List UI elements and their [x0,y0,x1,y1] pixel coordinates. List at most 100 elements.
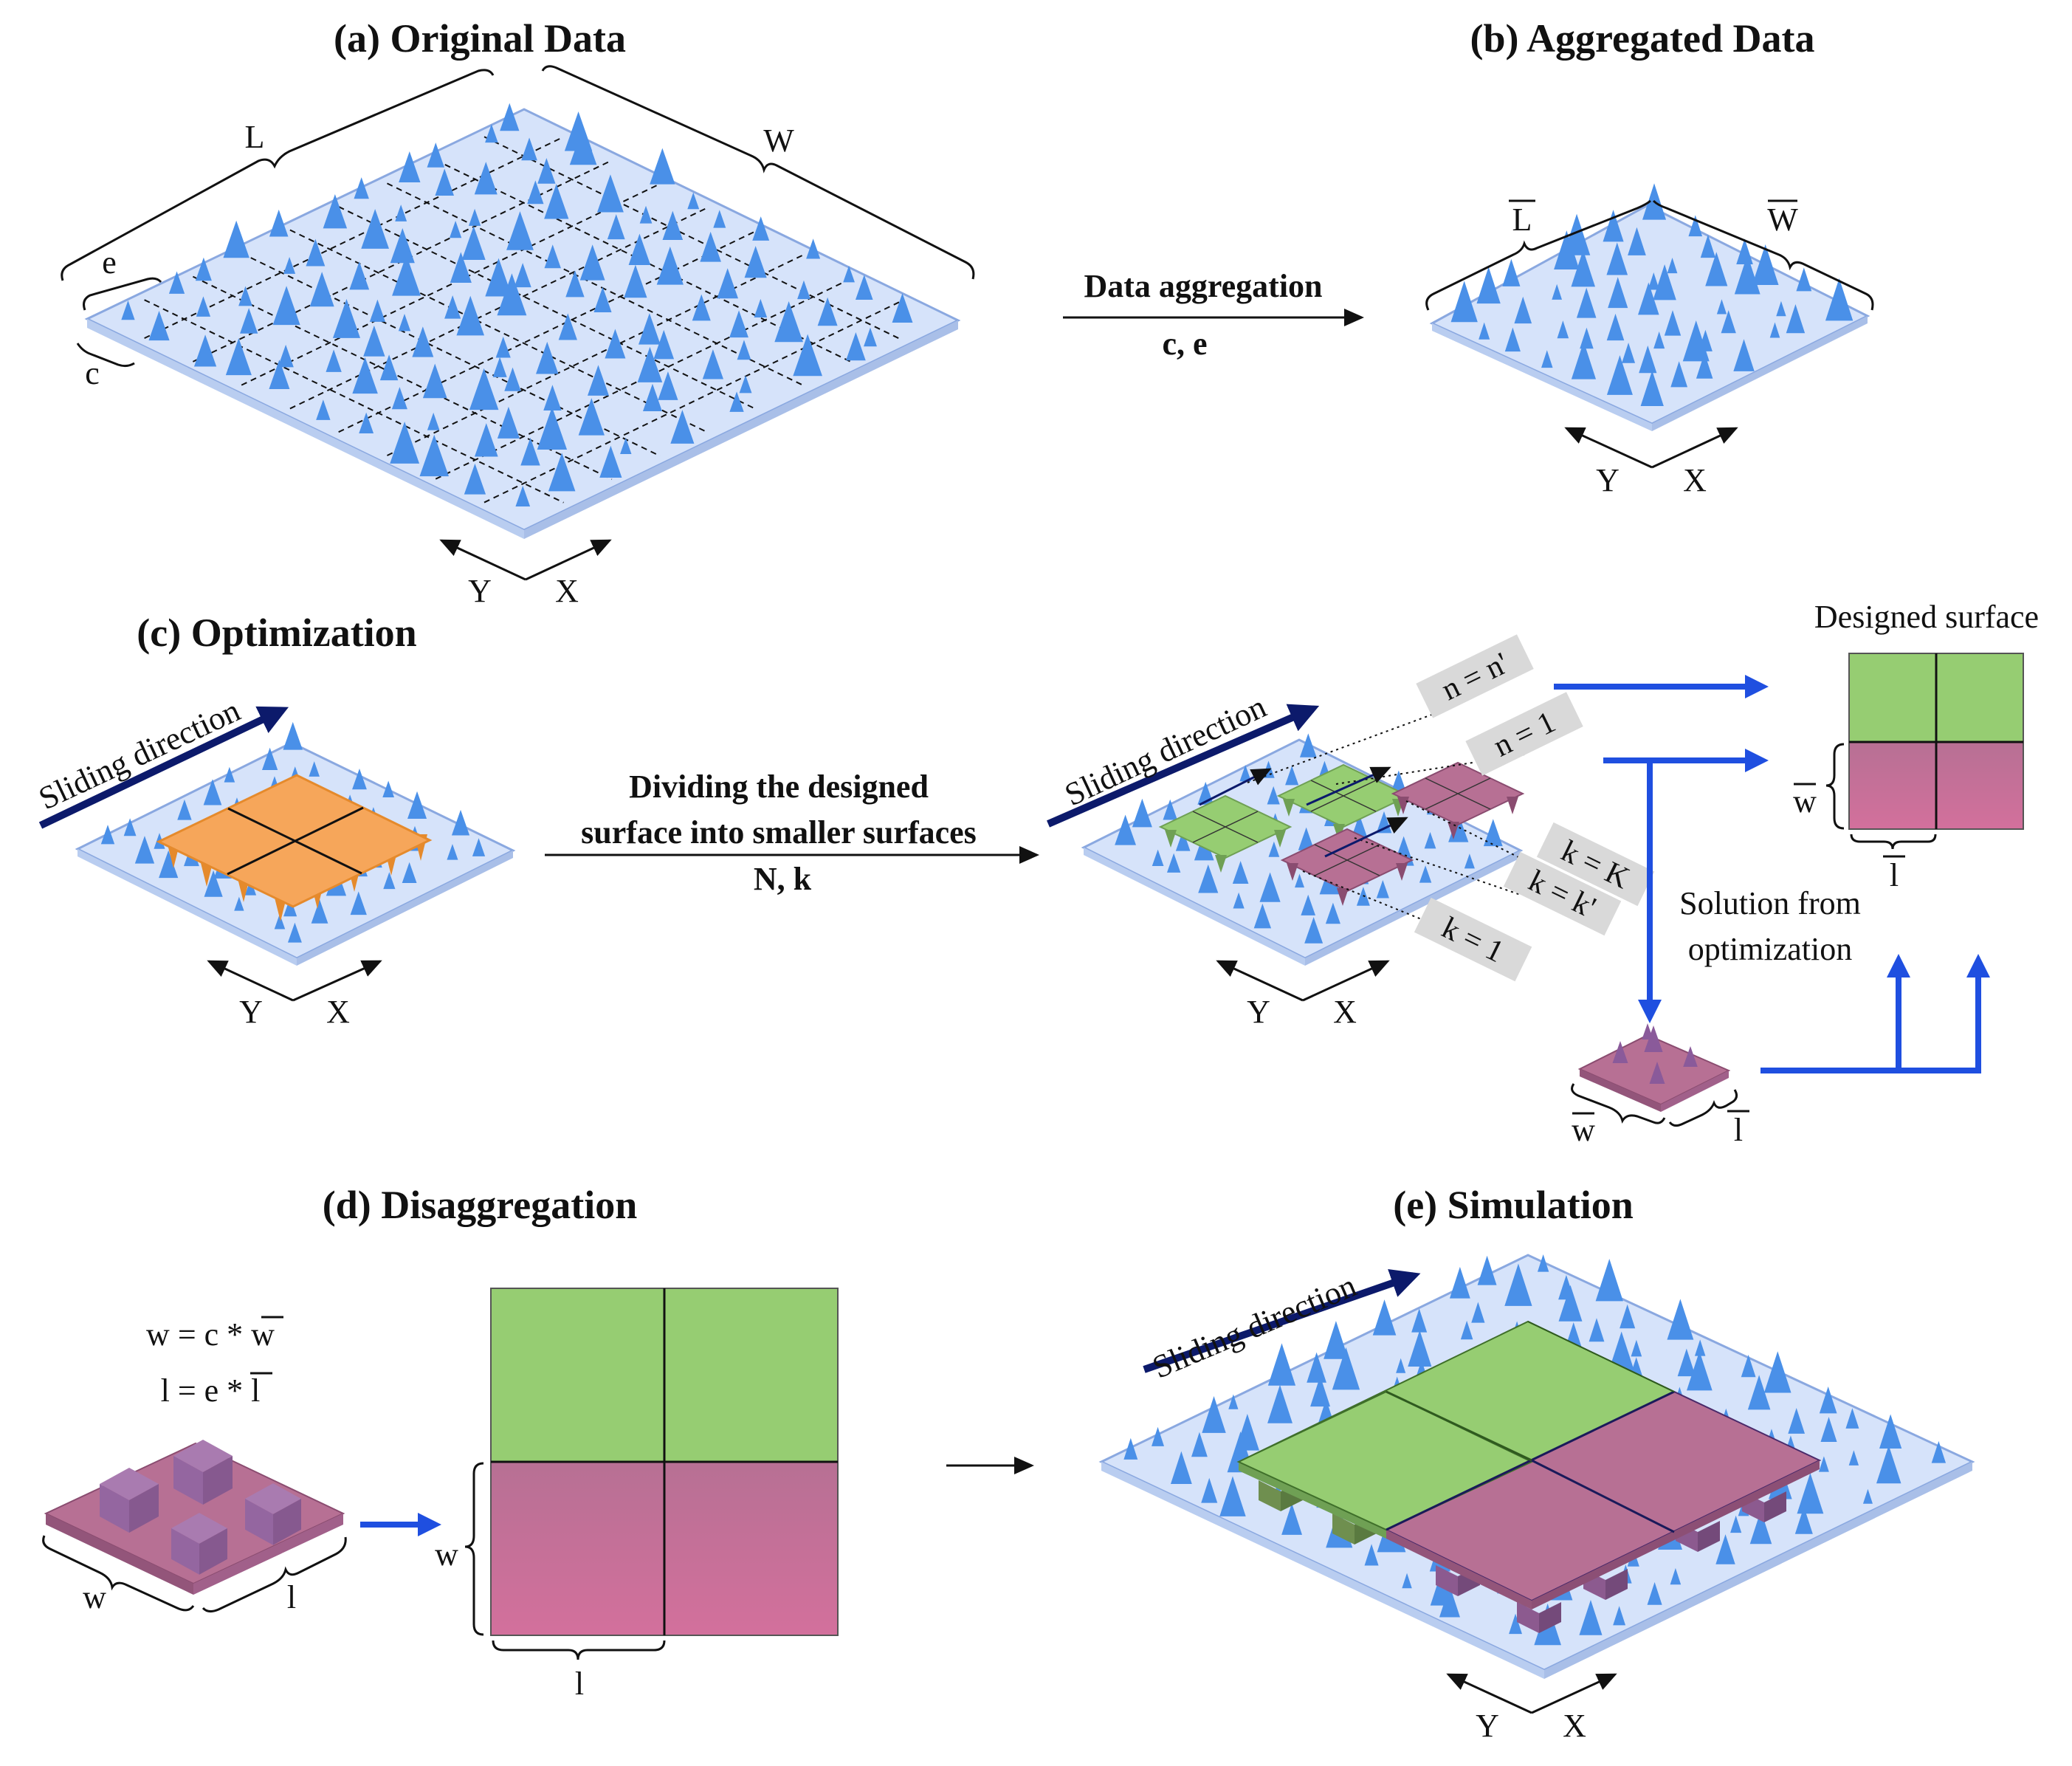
cone [535,341,559,374]
solution-cones [1612,1023,1698,1084]
cone [427,142,445,168]
panel-e: Sliding direction Y X [1098,1254,1975,1744]
cone [700,231,721,262]
cone [1647,1581,1662,1605]
cone [464,463,486,495]
cone [506,211,534,250]
cone [272,286,300,326]
cone [1504,327,1521,352]
blue-arrow-up-2 [1760,954,1990,1073]
cone [1450,281,1478,323]
cone [402,862,417,884]
panel-c-right: Designed surface w l Solution from optim… [1554,599,2039,1148]
cone [350,891,367,915]
cone [642,383,662,411]
support-box [1436,1565,1458,1596]
cone [332,298,361,338]
tile-line [1425,777,1491,810]
cone [1504,1263,1532,1306]
label-l-d: l [287,1579,296,1615]
title-aggregated-data: (b) Aggregated Data [1470,16,1815,61]
dividing-label-1: Dividing the designed [629,769,929,805]
plate-b-side-left [1432,323,1652,431]
cone [1571,341,1597,379]
grid-line [338,206,757,410]
cone [1476,267,1501,304]
cone [1820,1417,1837,1443]
orange-divider-2 [227,807,362,875]
axis-a-x [525,539,612,581]
cone [500,103,520,131]
plate-e-side-right [1544,1462,1972,1679]
cone [1749,1510,1772,1545]
cone [225,337,252,376]
cone [1698,329,1713,351]
cone [1639,346,1657,374]
axis-a-y [439,539,526,581]
cone [1372,1299,1397,1336]
cone [134,836,155,864]
cone [752,216,770,241]
cone [544,183,569,219]
cube-side [173,1456,203,1505]
cone [422,363,447,399]
cone [326,349,342,372]
cone [407,791,427,820]
cone [504,367,521,391]
label-c: c [85,355,100,391]
cone [1152,849,1164,867]
cone [1541,350,1553,368]
label-L: L [245,119,265,155]
cone [1464,853,1475,869]
cone [1794,1506,1813,1534]
cone [1166,853,1181,873]
cone [537,407,568,450]
axis-b-x-label: X [1683,462,1707,498]
axis-b-x [1651,427,1738,469]
cone [628,233,651,265]
aggregation-arrow-group: Data aggregation c, e [1063,268,1364,362]
cone [1862,1488,1873,1504]
cone [1653,264,1676,300]
label-w-big: w [435,1536,458,1573]
cone [383,872,396,890]
cone [456,295,485,336]
formula-w: w = c * w [146,1316,275,1353]
axis-e-y [1446,1673,1532,1714]
cone [1235,1413,1259,1451]
cone [1730,1515,1742,1533]
cone [485,124,498,143]
guide-n-nprime [1247,704,1459,783]
cone [593,286,612,313]
cone [1612,1041,1628,1063]
plate-c2-side-left [1084,848,1305,966]
designed-slab [1236,1320,1822,1609]
cone [1648,272,1659,290]
cone [1606,313,1625,341]
cone [1281,1502,1303,1535]
cone [492,357,507,377]
tile-leg [1283,799,1295,817]
brace-l-bar-c [1850,834,1937,850]
cone [1402,1573,1412,1589]
cone [450,252,472,284]
cone [148,310,170,341]
cone [451,809,470,836]
cone [1307,1352,1326,1383]
cone [193,334,217,367]
label-w-bar-sol: w [1572,1112,1595,1148]
cone [485,258,512,297]
brace-w-bar-c [1825,743,1845,830]
cone [323,193,348,229]
cone [1419,865,1432,883]
plate-c2-side-right [1305,851,1521,966]
cone [398,314,411,331]
cone [1537,1254,1549,1272]
cone [1667,1299,1694,1340]
tag-n-nprime: n = n' [1416,634,1534,718]
cone [527,180,544,205]
cone [1818,1456,1829,1472]
cone [1628,227,1646,255]
cone [1332,1347,1360,1390]
cone [361,209,390,249]
